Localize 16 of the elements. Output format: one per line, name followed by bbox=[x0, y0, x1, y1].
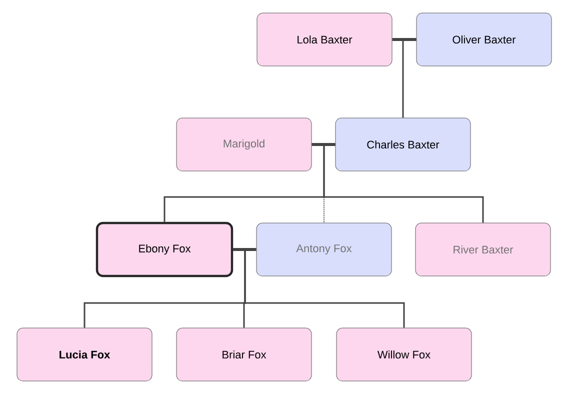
person-box: Lucia Fox bbox=[16, 328, 152, 382]
person-box: Marigold bbox=[176, 118, 312, 172]
connector-line bbox=[233, 248, 405, 328]
connector-line bbox=[402, 38, 416, 118]
connector-line bbox=[323, 144, 484, 223]
person-box: Antony Fox bbox=[256, 222, 392, 276]
connector-line bbox=[392, 38, 416, 41]
person-box: Oliver Baxter bbox=[416, 12, 552, 66]
person-box: Briar Fox bbox=[176, 328, 312, 382]
person-box: River Baxter bbox=[415, 222, 551, 276]
person-box: Ebony Fox bbox=[96, 222, 234, 278]
connector-line bbox=[312, 143, 336, 146]
connector-line bbox=[233, 248, 256, 251]
person-box: Willow Fox bbox=[336, 328, 472, 382]
person-box: Lola Baxter bbox=[256, 12, 392, 66]
person-box: Charles Baxter bbox=[335, 118, 471, 172]
